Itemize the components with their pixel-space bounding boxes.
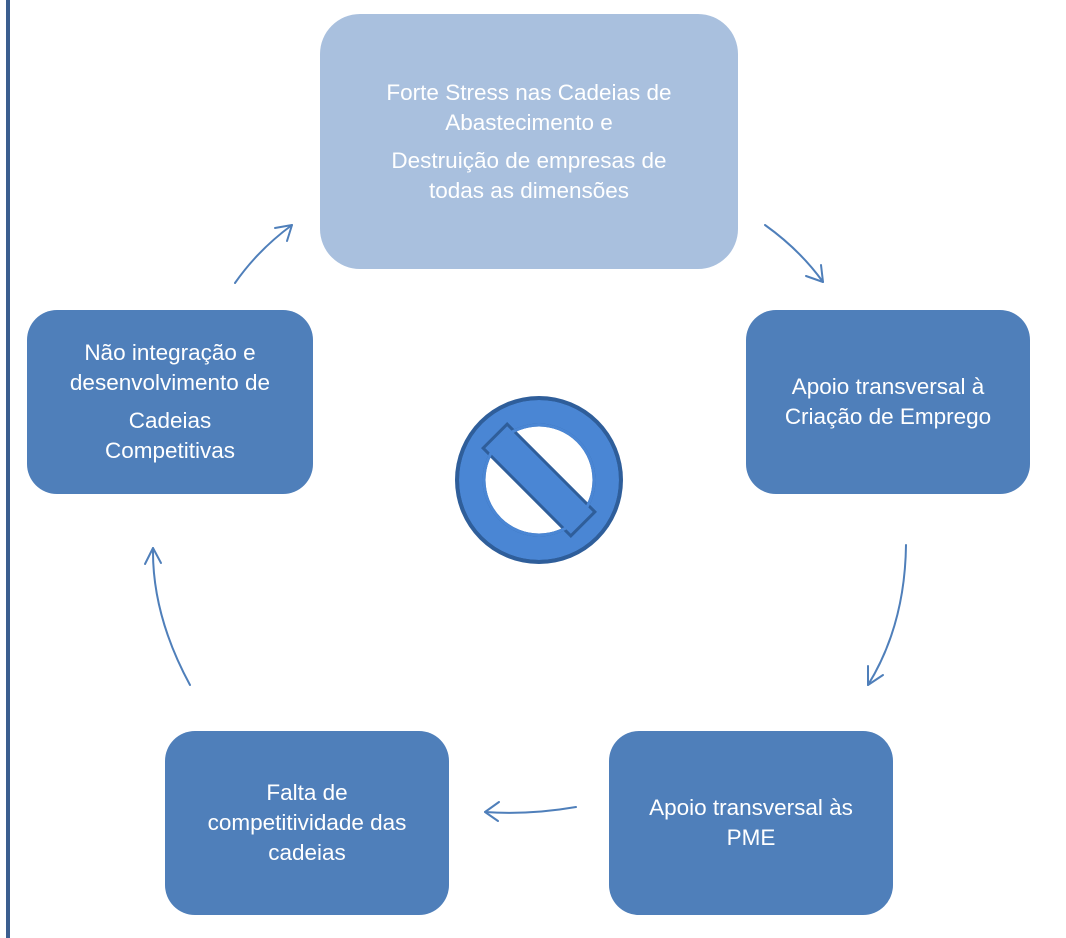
cycle-node-employment-support: Apoio transversal à Criação de Emprego — [746, 310, 1030, 494]
cycle-node-supply-chain-stress: Forte Stress nas Cadeias de Abasteciment… — [320, 14, 738, 269]
node-text-line: Apoio transversal às — [649, 795, 853, 820]
node-text-line: todas as dimensões — [428, 177, 630, 203]
node-text-line: Cadeias — [128, 408, 212, 433]
cycle-arrow-bottom-right-to-bottom-left — [484, 801, 577, 822]
node-text-line: competitividade das — [207, 810, 407, 835]
node-text-line: Forte Stress nas Cadeias de — [386, 79, 672, 105]
cycle-arrow-bottom-left-to-left — [144, 547, 191, 686]
node-text-line: PME — [726, 825, 776, 850]
node-text-line: Abastecimento e — [445, 109, 613, 135]
node-text-line: Destruição de empresas de — [391, 147, 667, 173]
cycle-node-lack-of-competitiveness: Falta de competitividade das cadeias — [165, 731, 449, 915]
cycle-node-non-integration: Não integração e desenvolvimento de Cade… — [27, 310, 313, 494]
prohibition-icon — [455, 396, 623, 564]
cycle-arrow-left-to-top — [234, 224, 293, 284]
left-border-rule — [6, 0, 10, 938]
cycle-arrow-top-to-right — [764, 224, 824, 283]
node-text-line: Competitivas — [104, 438, 236, 463]
cycle-arrow-right-to-bottom-right — [867, 544, 907, 686]
node-text-line: Apoio transversal à — [791, 374, 985, 399]
node-text-line: desenvolvimento de — [69, 370, 271, 395]
node-text-line: Falta de — [266, 780, 348, 805]
node-text-line: Não integração e — [84, 340, 256, 365]
node-text-line: Criação de Emprego — [784, 404, 992, 429]
cycle-node-sme-support: Apoio transversal às PME — [609, 731, 893, 915]
node-text-line: cadeias — [268, 840, 346, 865]
